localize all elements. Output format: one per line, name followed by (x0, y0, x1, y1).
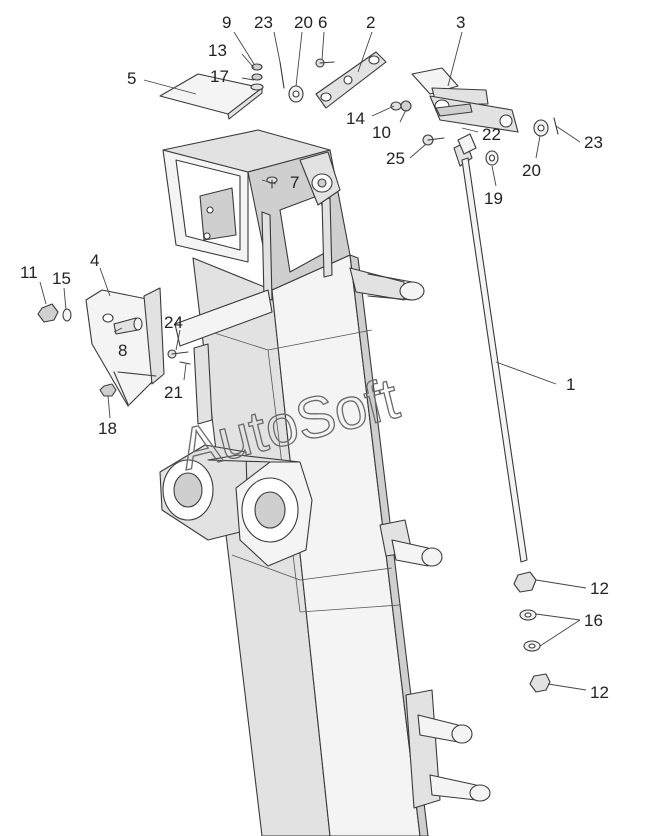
washer-16-lower (523, 640, 541, 652)
washer-19 (485, 150, 499, 166)
callout-labels: 1 2 3 4 5 6 7 8 9 10 11 12 12 13 14 15 1… (20, 13, 609, 702)
left-swing-flange (159, 444, 249, 541)
bolt-7 (266, 176, 278, 189)
callout-3: 3 (456, 13, 465, 32)
callout-17: 17 (210, 67, 229, 86)
callout-12-lower: 12 (590, 683, 609, 702)
rod-1 (461, 157, 528, 563)
leader-lines (39, 31, 587, 691)
nut-11 (37, 303, 59, 323)
nut-12-lower (529, 673, 551, 693)
bolt-6 (315, 58, 335, 68)
callout-4: 4 (90, 251, 99, 270)
callout-25: 25 (386, 149, 405, 168)
callout-22: 22 (482, 125, 501, 144)
pin-8 (113, 317, 143, 335)
callout-5: 5 (127, 69, 136, 88)
callout-20-top: 20 (294, 13, 313, 32)
callout-19: 19 (484, 189, 503, 208)
nut-12-upper (513, 571, 537, 593)
callout-21: 21 (164, 383, 183, 402)
bolt-24 (167, 349, 189, 359)
cotter-pin-21 (179, 361, 191, 365)
callout-14: 14 (346, 109, 365, 128)
callout-6: 6 (318, 13, 327, 32)
nut-18 (99, 383, 117, 397)
lever-3 (411, 67, 519, 133)
callout-20-right: 20 (522, 161, 541, 180)
callout-1: 1 (566, 375, 575, 394)
callout-24: 24 (164, 313, 183, 332)
bolt-stack-9-13-17 (250, 63, 264, 91)
washer-16-upper (519, 609, 537, 621)
callout-7: 7 (290, 173, 299, 192)
nut-14 (390, 101, 402, 111)
callout-23-top: 23 (254, 13, 273, 32)
callout-16: 16 (584, 611, 603, 630)
pin-25 (422, 134, 445, 146)
callout-11: 11 (20, 263, 38, 282)
callout-23-right: 23 (584, 133, 603, 152)
washer-15 (62, 308, 72, 322)
callout-9: 9 (222, 13, 231, 32)
callout-10: 10 (372, 123, 391, 142)
washer-20-right (533, 119, 549, 137)
callout-18: 18 (98, 419, 117, 438)
washer-20-top (288, 85, 304, 103)
callout-15: 15 (52, 269, 71, 288)
right-swing-flange (207, 454, 313, 567)
main-boom (159, 129, 491, 836)
callout-2: 2 (366, 13, 375, 32)
link-plate-2 (315, 51, 387, 109)
cover-plate-5 (159, 73, 263, 120)
nut-10 (400, 100, 412, 112)
callout-8: 8 (118, 341, 127, 360)
callout-12-upper: 12 (590, 579, 609, 598)
callout-13: 13 (208, 41, 227, 60)
cotter-pin-23-top (279, 61, 285, 89)
